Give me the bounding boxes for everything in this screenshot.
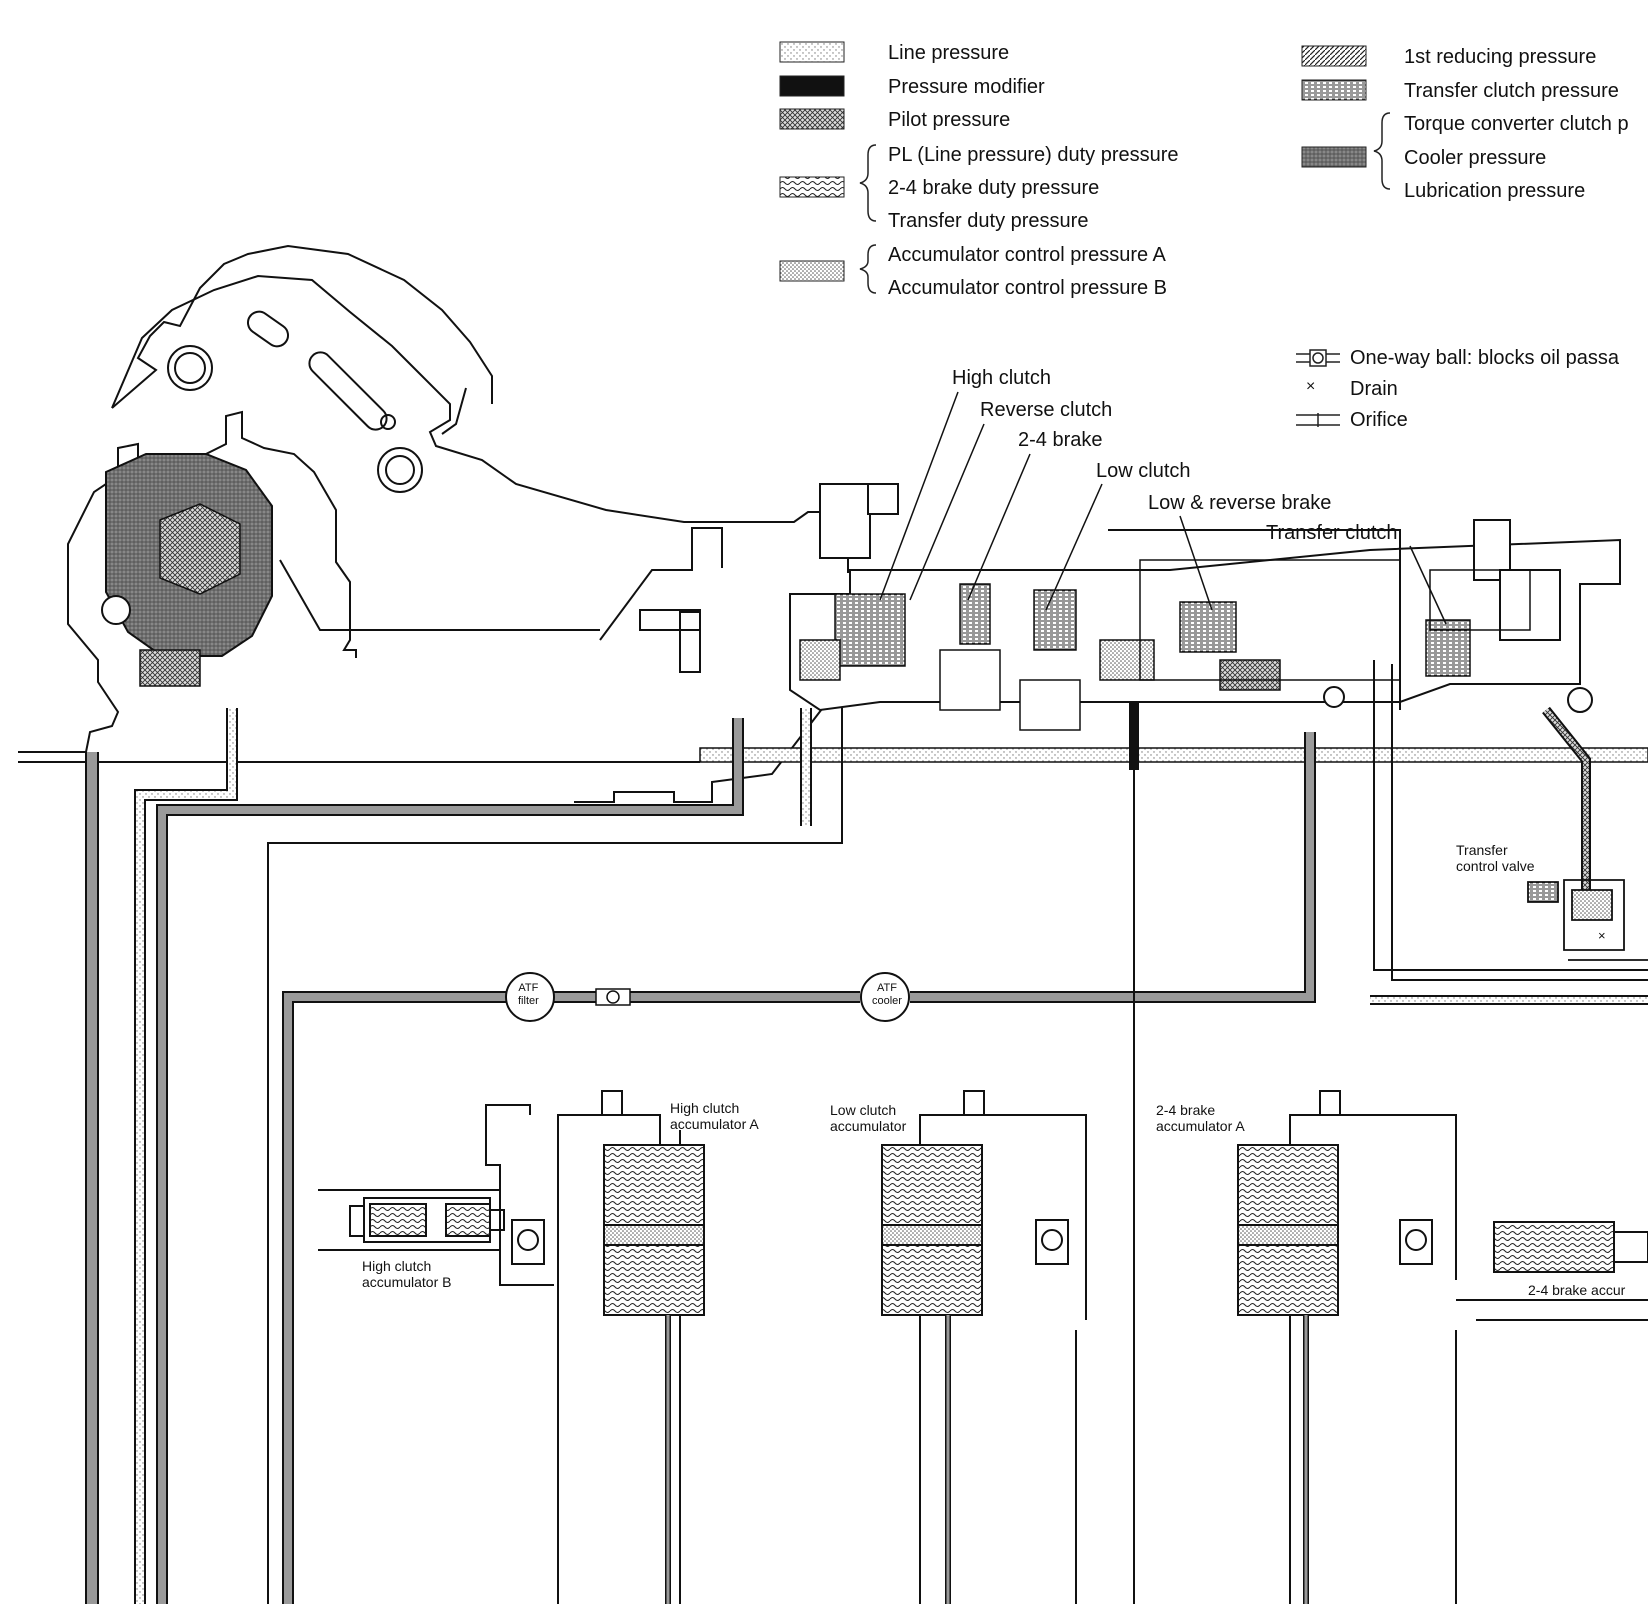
label-2-4-brake-accumulator-a: 2-4 brake accumulator A	[1156, 1102, 1245, 1134]
swatch-transfer-clutch	[1301, 79, 1367, 101]
label-atf-filter: ATF filter	[518, 982, 539, 1007]
atf-filter-symbol	[505, 972, 555, 1022]
legend-cooler-pressure: Cooler pressure	[1404, 147, 1547, 169]
drain-icon: ×	[1306, 378, 1316, 395]
legend-braces	[859, 112, 1391, 294]
legend-swatches	[779, 41, 1367, 282]
legend-accumulator-b: Accumulator control pressure B	[888, 277, 1168, 299]
label-high-clutch-accumulator-b: High clutch accumulator B	[362, 1258, 452, 1290]
legend-lubrication-pressure: Lubrication pressure	[1404, 180, 1586, 202]
legend-line-pressure: Line pressure	[888, 42, 1010, 64]
main-shaft	[699, 747, 1648, 763]
label-atf-cooler: ATF cooler	[872, 982, 902, 1007]
atf-cooler-symbol	[860, 972, 910, 1022]
label-low-clutch-accumulator: Low clutch accumulator	[830, 1102, 907, 1134]
inline-components	[505, 972, 910, 1022]
transfer-control-valve	[1527, 879, 1648, 961]
label-high-clutch: High clutch	[952, 367, 1051, 389]
one-way-ball-icon	[1296, 349, 1340, 367]
label-transfer-clutch: Transfer clutch	[1266, 522, 1398, 544]
legend-accumulator-a: Accumulator control pressure A	[888, 244, 1166, 266]
transfer-valve-drain-icon: ×	[1598, 928, 1606, 943]
label-2-4-brake: 2-4 brake	[1018, 429, 1103, 451]
swatch-converter-cooler-lube	[1301, 146, 1367, 168]
legend-torque-converter-clutch: Torque converter clutch p	[1404, 113, 1629, 135]
label-2-4-brake-accumulator-right: 2-4 brake accur	[1528, 1282, 1626, 1298]
swatch-pressure-modifier	[779, 75, 845, 97]
low-clutch-accumulator	[881, 1090, 1087, 1604]
label-low-reverse-brake: Low & reverse brake	[1148, 492, 1332, 514]
label-transfer-control-valve: Transfer control valve	[1456, 842, 1535, 874]
swatch-accumulator-control	[779, 260, 845, 282]
swatch-pilot-pressure	[779, 108, 845, 130]
brake-24-accumulator-a	[1237, 1090, 1648, 1604]
legend-2-4-brake-duty: 2-4 brake duty pressure	[888, 177, 1100, 199]
high-clutch-accumulator-b	[318, 1189, 505, 1251]
legend-pressure-modifier: Pressure modifier	[888, 76, 1045, 98]
symbol-key-icons	[1296, 349, 1340, 427]
torque-converter	[101, 453, 273, 687]
legend-1st-reducing: 1st reducing pressure	[1404, 46, 1597, 68]
leader-lines	[879, 391, 1447, 625]
key-orifice: Orifice	[1350, 409, 1408, 431]
gear-train-assembly	[789, 483, 1621, 731]
key-one-way-ball: One-way ball: blocks oil passa	[1350, 347, 1620, 369]
label-low-clutch: Low clutch	[1096, 460, 1191, 482]
legend-pilot-pressure: Pilot pressure	[888, 109, 1011, 131]
legend-transfer-duty: Transfer duty pressure	[888, 210, 1089, 232]
oil-passages	[85, 529, 1648, 1604]
swatch-line-pressure	[779, 41, 845, 63]
legend-transfer-clutch-pressure: Transfer clutch pressure	[1404, 80, 1619, 102]
label-reverse-clutch: Reverse clutch	[980, 399, 1113, 421]
orifice-icon	[1296, 413, 1340, 427]
key-drain: Drain	[1350, 378, 1398, 400]
legend-pl-duty: PL (Line pressure) duty pressure	[888, 144, 1179, 166]
check-ball	[606, 990, 620, 1004]
swatch-1st-reducing	[1301, 45, 1367, 67]
swatch-duty-pressure	[779, 176, 845, 198]
high-clutch-accumulator-a	[485, 1090, 705, 1604]
label-high-clutch-accumulator-a: High clutch accumulator A	[670, 1100, 759, 1132]
